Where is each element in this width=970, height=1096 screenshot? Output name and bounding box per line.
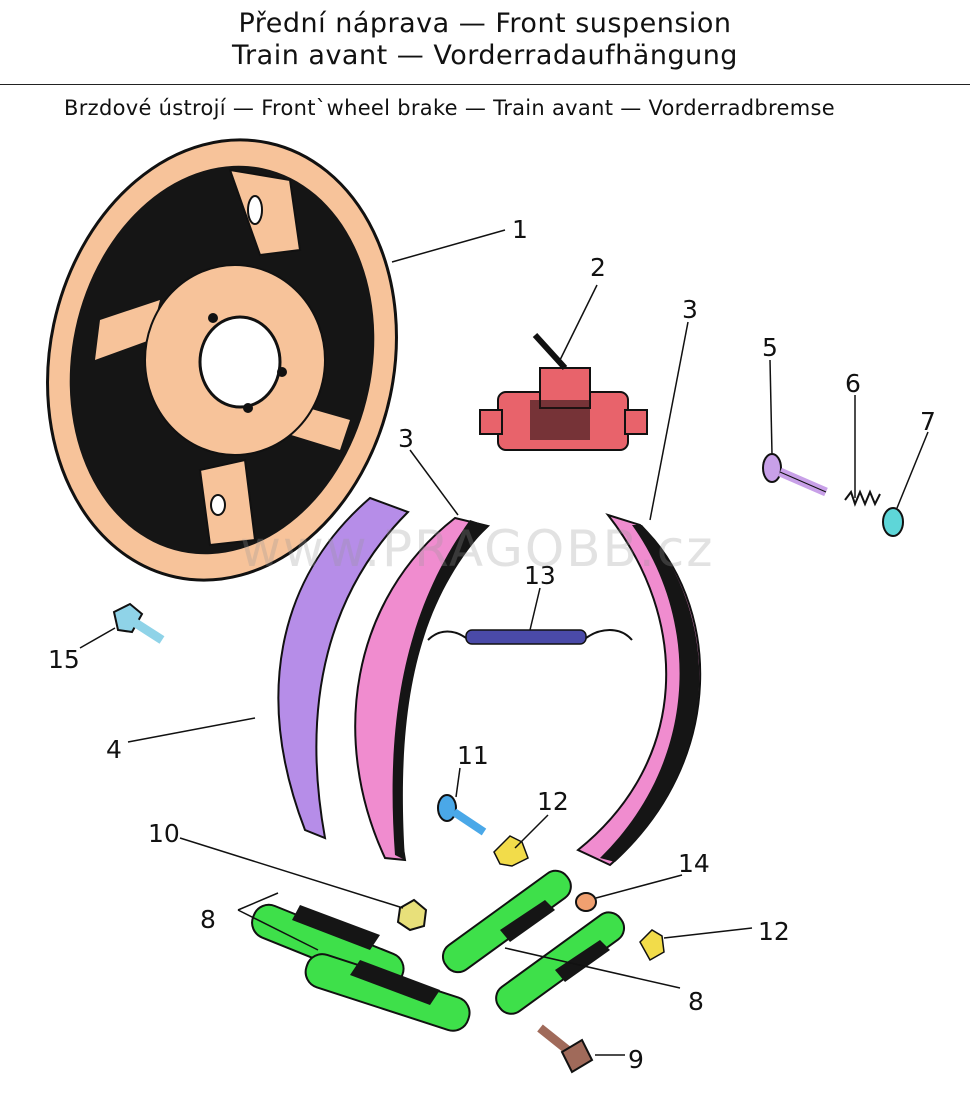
- callout-1: 1: [512, 215, 528, 244]
- lever-set-right: [441, 869, 626, 1015]
- leader-lines: [79, 229, 929, 1056]
- page-header: Přední náprava — Front suspension Train …: [0, 8, 970, 72]
- mounting-bolt-part: [112, 602, 165, 644]
- callout-4: 4: [106, 735, 122, 764]
- callout-12-lower: 12: [758, 917, 790, 946]
- shoe-bolt-part: [437, 794, 487, 836]
- callout-9: 9: [628, 1045, 644, 1074]
- page-title-line-2: Train avant — Vorderradaufhängung: [232, 40, 738, 71]
- wheel-cylinder-part: [479, 332, 648, 451]
- callout-8-right: 8: [688, 987, 704, 1016]
- left-brake-shoe-part: [354, 516, 491, 862]
- callout-11: 11: [457, 741, 489, 770]
- callout-7: 7: [920, 407, 936, 436]
- retaining-clip-part-2: [639, 929, 665, 962]
- callout-3-right: 3: [682, 295, 698, 324]
- small-spring-part: [844, 489, 881, 507]
- lever-set-left: [251, 903, 471, 1032]
- section-subtitle: Brzdové ústrojí — Front`wheel brake — Tr…: [64, 96, 835, 120]
- bush-part: [575, 892, 597, 912]
- callout-15: 15: [48, 645, 80, 674]
- callout-3-left: 3: [398, 424, 414, 453]
- callout-10: 10: [148, 819, 180, 848]
- callout-8-left: 8: [200, 905, 216, 934]
- watermark: www.PRAGOBB.cz: [240, 520, 715, 578]
- right-brake-shoe-part: [576, 513, 702, 867]
- return-spring-part: [427, 629, 633, 645]
- header-divider: [0, 84, 970, 85]
- callout-14: 14: [678, 849, 710, 878]
- backing-plate-part: [46, 138, 398, 582]
- callout-6: 6: [845, 369, 861, 398]
- nut-part: [396, 898, 428, 932]
- callout-5: 5: [762, 333, 778, 362]
- page-title-line-1: Přední náprava — Front suspension: [238, 8, 732, 39]
- adjuster-bolt-part: [762, 453, 828, 497]
- pivot-bolt-part: [537, 1024, 594, 1074]
- callout-12-upper: 12: [537, 787, 569, 816]
- washer-part: [882, 507, 904, 537]
- callout-2: 2: [590, 253, 606, 282]
- brake-lining-part: [277, 496, 410, 840]
- callout-13: 13: [524, 561, 556, 590]
